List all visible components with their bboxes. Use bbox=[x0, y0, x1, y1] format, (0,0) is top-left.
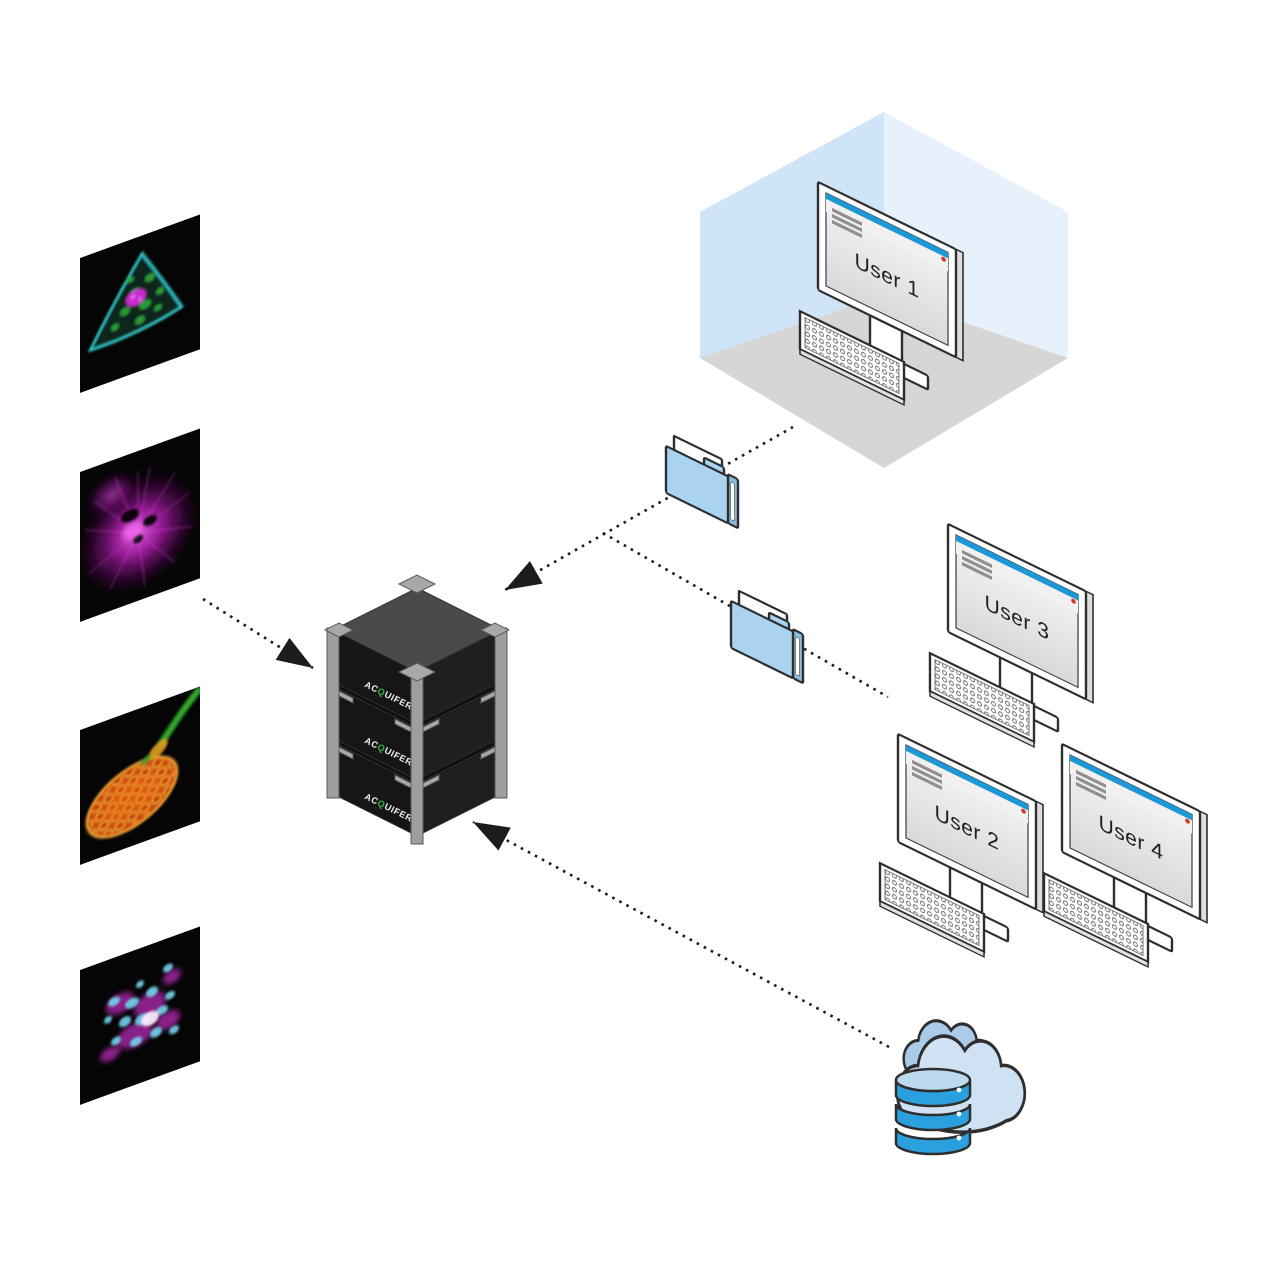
menu-lines-icon bbox=[1076, 769, 1106, 801]
screen-titlebar bbox=[956, 534, 1078, 601]
microscopy-panel-4 bbox=[80, 926, 200, 1105]
folder-icon bbox=[664, 434, 740, 529]
line-images-to-server bbox=[202, 597, 314, 670]
microscopy-panel-3 bbox=[80, 686, 200, 865]
plant-art bbox=[85, 686, 200, 839]
keyboard-icon bbox=[798, 309, 906, 407]
folder-icon bbox=[729, 589, 805, 684]
server-unit: ACQUIFER bbox=[332, 629, 502, 725]
cell-art bbox=[87, 251, 184, 353]
microscopy-panel-1 bbox=[80, 214, 200, 393]
database-top bbox=[894, 1067, 972, 1093]
workstation-user-3: User 3 bbox=[928, 523, 1094, 749]
server-unit: ACQUIFER bbox=[332, 685, 502, 781]
cloud-database-group bbox=[894, 1019, 1027, 1156]
keyboard-icon bbox=[1042, 871, 1150, 969]
keyboard-icon bbox=[878, 861, 986, 959]
workstation-user-2: User 2 bbox=[878, 733, 1044, 959]
server-stack-icon: ACQUIFER ACQUIFER ACQUIFER bbox=[323, 574, 511, 845]
monitor-icon: User 3 bbox=[946, 523, 1094, 733]
workstation-user-1: User 1 bbox=[798, 181, 964, 407]
line-cloud-to-server bbox=[472, 820, 890, 1049]
workstation-user-4: User 4 bbox=[1042, 743, 1208, 969]
screen-titlebar bbox=[906, 744, 1028, 811]
menu-lines-icon bbox=[832, 207, 862, 239]
menu-lines-icon bbox=[962, 549, 992, 581]
microscopy-panel-2 bbox=[80, 428, 200, 622]
connection-lines bbox=[202, 425, 890, 1049]
line-to-user3 bbox=[602, 531, 889, 699]
notification-dot-icon bbox=[1185, 818, 1190, 824]
network-art bbox=[80, 466, 200, 596]
notification-dot-icon bbox=[941, 256, 946, 262]
cluster-art bbox=[100, 963, 181, 1062]
server-frame-posts bbox=[323, 574, 511, 845]
database-icon bbox=[894, 1067, 972, 1156]
notification-dot-icon bbox=[1071, 598, 1076, 604]
notification-dot-icon bbox=[1021, 808, 1026, 814]
line-user1-to-server bbox=[504, 425, 794, 592]
screen-titlebar bbox=[1070, 754, 1192, 821]
menu-lines-icon bbox=[912, 759, 942, 791]
screen-titlebar bbox=[826, 192, 948, 259]
keyboard-icon bbox=[928, 651, 1036, 749]
